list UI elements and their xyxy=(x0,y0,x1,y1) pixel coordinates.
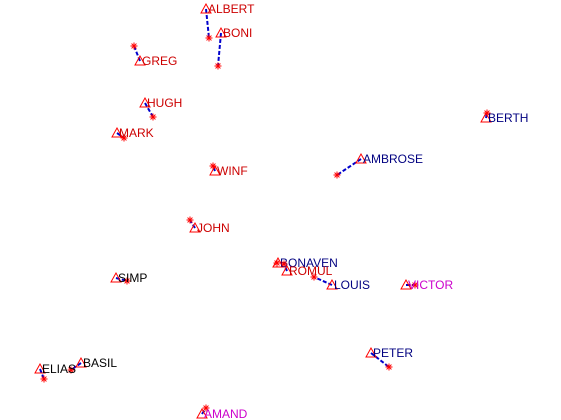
star-marker-17 xyxy=(202,404,210,412)
point-label-15: BASIL xyxy=(83,356,117,370)
triangle-marker-4 xyxy=(111,126,123,138)
triangle-marker-15 xyxy=(75,356,87,368)
star-marker-14 xyxy=(385,363,393,371)
connector-11 xyxy=(313,276,333,286)
point-label-8: JOHN xyxy=(197,221,230,235)
connector-1 xyxy=(217,32,222,67)
point-label-13: SIMP xyxy=(118,271,147,285)
point-label-7: WINF xyxy=(217,164,248,178)
point-label-10: ROMUL xyxy=(289,264,333,278)
star-marker-10 xyxy=(280,260,288,268)
point-label-14: PETER xyxy=(373,346,413,360)
point-label-4: MARK xyxy=(119,126,154,140)
triangle-marker-6 xyxy=(355,152,367,164)
star-marker-12 xyxy=(411,281,419,289)
point-label-0: ALBERT xyxy=(208,2,255,16)
triangle-marker-16 xyxy=(34,362,46,374)
triangle-marker-14 xyxy=(365,346,377,358)
point-label-11: LOUIS xyxy=(334,278,370,292)
star-marker-6 xyxy=(333,171,341,179)
triangle-marker-10 xyxy=(281,264,293,276)
point-label-1: BONI xyxy=(223,26,252,40)
connector-3 xyxy=(144,102,154,118)
star-marker-8 xyxy=(186,216,194,224)
triangle-marker-11 xyxy=(326,278,338,290)
star-marker-2 xyxy=(130,42,138,50)
connector-14 xyxy=(370,352,390,368)
triangle-marker-8 xyxy=(189,221,201,233)
point-label-3: HUGH xyxy=(147,96,182,110)
point-label-17: AMAND xyxy=(204,407,248,420)
triangle-marker-5 xyxy=(480,111,492,123)
connector-6 xyxy=(336,158,362,176)
triangle-marker-2 xyxy=(134,54,146,66)
point-label-9: BONAVEN xyxy=(280,256,338,270)
star-marker-15 xyxy=(67,366,75,374)
point-label-5: BERTH xyxy=(488,111,528,125)
point-label-16: ELIAS xyxy=(42,362,76,376)
point-label-6: AMBROSE xyxy=(363,152,423,166)
star-marker-7 xyxy=(209,162,217,170)
star-marker-13 xyxy=(123,277,131,285)
star-marker-11 xyxy=(310,273,318,281)
connector-0 xyxy=(205,8,210,39)
triangle-marker-17 xyxy=(196,407,208,419)
triangle-marker-7 xyxy=(209,164,221,176)
point-label-12: VICTOR xyxy=(408,278,453,292)
triangle-marker-0 xyxy=(200,2,212,14)
connector-16 xyxy=(39,368,45,380)
connector-2 xyxy=(133,45,141,62)
triangle-marker-3 xyxy=(139,96,151,108)
star-marker-16 xyxy=(40,375,48,383)
star-marker-0 xyxy=(205,34,213,42)
triangle-marker-13 xyxy=(110,271,122,283)
star-marker-1 xyxy=(214,62,222,70)
star-marker-4 xyxy=(120,134,128,142)
point-label-2: GREG xyxy=(142,54,177,68)
star-marker-9 xyxy=(273,259,281,267)
triangle-marker-1 xyxy=(215,26,227,38)
star-marker-3 xyxy=(149,113,157,121)
triangle-marker-12 xyxy=(400,278,412,290)
star-marker-5 xyxy=(483,109,491,117)
